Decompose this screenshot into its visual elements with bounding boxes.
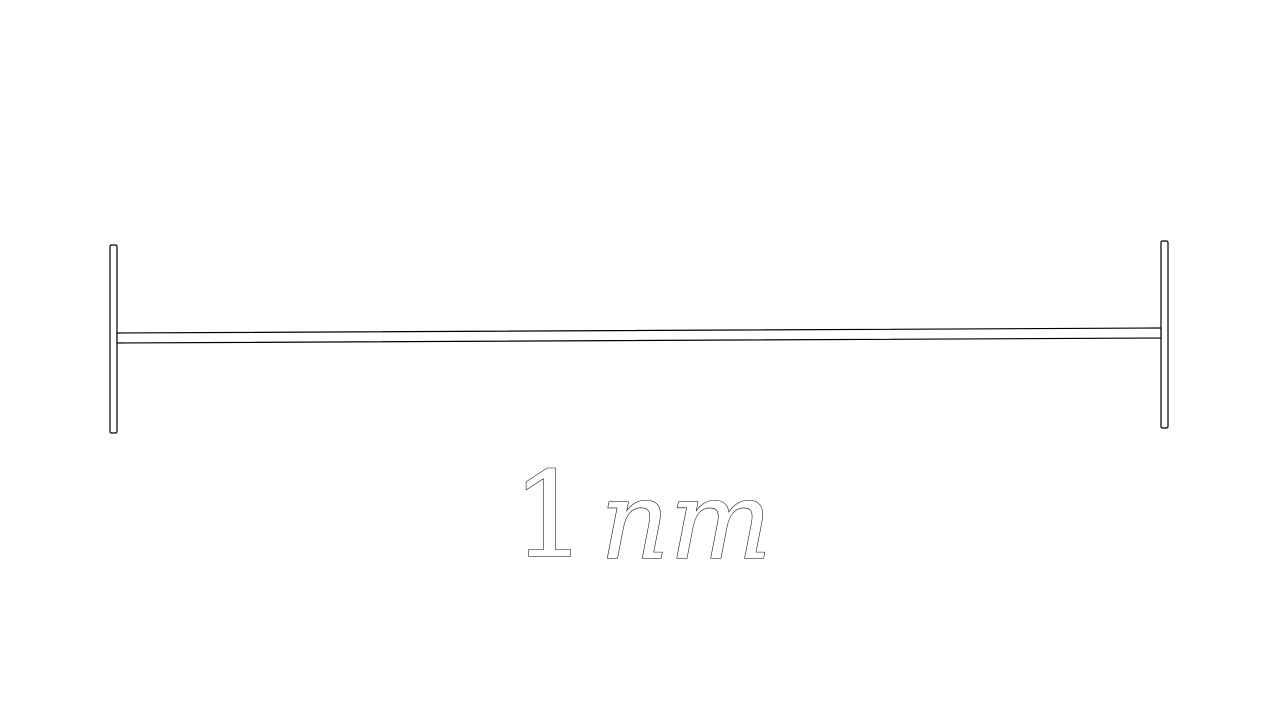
scale-bar-left-cap <box>109 244 118 434</box>
scale-bar-right-cap <box>1160 240 1169 429</box>
scale-bar-label: 1 nm <box>511 445 772 584</box>
scale-value: 1 <box>512 446 587 584</box>
scale-bar-line <box>116 327 1162 344</box>
scale-unit: nm <box>600 459 772 584</box>
scale-bar <box>109 240 1169 434</box>
